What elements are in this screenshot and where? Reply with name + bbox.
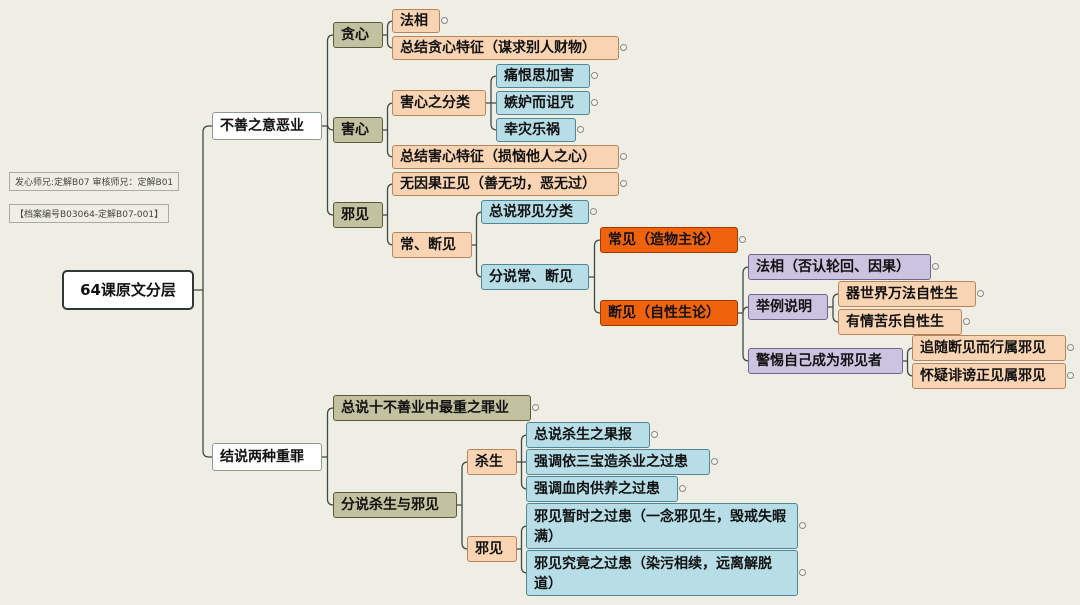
node-haixin-summary[interactable]: 总结害心特征（损恼他人之心） — [392, 145, 619, 169]
connector — [738, 266, 750, 362]
expand-marker[interactable] — [799, 569, 806, 576]
expand-marker[interactable] — [679, 485, 686, 492]
node-huaiyi[interactable]: 怀疑诽谤正见属邪见 — [912, 363, 1066, 389]
expand-marker[interactable] — [620, 180, 627, 187]
expand-marker[interactable] — [711, 458, 718, 465]
connector — [322, 407, 334, 506]
node-xiejian-jiujing[interactable]: 邪见究竟之过患（染污相续，远离解脱道） — [526, 550, 798, 596]
node-qishijie[interactable]: 器世界万法自性生 — [838, 281, 976, 307]
expand-marker[interactable] — [1067, 372, 1074, 379]
connector — [194, 125, 212, 458]
node-youqing[interactable]: 有情苦乐自性生 — [838, 309, 962, 335]
node-duanjian-faxiang[interactable]: 法相（否认轮回、因果） — [748, 254, 931, 280]
expand-marker[interactable] — [1067, 344, 1074, 351]
connector — [322, 34, 334, 216]
expand-marker[interactable] — [590, 208, 597, 215]
expand-marker[interactable] — [591, 72, 598, 79]
expand-marker[interactable] — [620, 44, 627, 51]
expand-marker[interactable] — [739, 236, 746, 243]
expand-marker[interactable] — [441, 17, 448, 24]
node-haixin[interactable]: 害心 — [333, 117, 383, 143]
node-xiejian-b[interactable]: 邪见 — [467, 536, 517, 562]
node-jieshuo[interactable]: 结说两种重罪 — [212, 443, 322, 471]
connector — [517, 434, 528, 490]
node-tanxin-summary[interactable]: 总结贪心特征（谋求别人财物） — [392, 36, 619, 60]
node-jingti[interactable]: 警惕自己成为邪见者 — [748, 348, 903, 374]
expand-marker[interactable] — [932, 263, 939, 270]
expand-marker[interactable] — [577, 126, 584, 133]
node-changduan[interactable]: 常、断见 — [392, 232, 472, 258]
root-node[interactable]: 64课原文分层 — [62, 270, 194, 310]
node-jidu[interactable]: 嫉妒而诅咒 — [496, 91, 590, 115]
node-xingzai[interactable]: 幸灾乐祸 — [496, 118, 576, 142]
expand-marker[interactable] — [591, 99, 598, 106]
reviewer-note: 发心师兄:定解B07 审核师兄：定解B01 — [9, 172, 180, 191]
expand-marker[interactable] — [963, 318, 970, 325]
node-zongshuo-xiejian[interactable]: 总说邪见分类 — [481, 200, 589, 224]
expand-marker[interactable] — [799, 522, 806, 529]
node-tanxin[interactable]: 贪心 — [333, 22, 383, 48]
connector — [589, 239, 601, 314]
node-xiejian[interactable]: 邪见 — [333, 202, 383, 228]
node-juli[interactable]: 举例说明 — [748, 294, 828, 320]
node-fenshuo-changduan[interactable]: 分说常、断见 — [481, 264, 589, 290]
connector — [486, 75, 498, 131]
node-changjian[interactable]: 常见（造物主论） — [600, 227, 738, 253]
expand-marker[interactable] — [977, 290, 984, 297]
node-fenshuo-shasheng[interactable]: 分说杀生与邪见 — [333, 492, 457, 518]
node-zuizhong[interactable]: 总说十不善业中最重之罪业 — [333, 395, 531, 421]
node-haixin-types[interactable]: 害心之分类 — [392, 90, 486, 116]
node-duanjian[interactable]: 断见（自性生论） — [600, 300, 738, 326]
node-sanbao[interactable]: 强调依三宝造杀业之过患 — [526, 449, 710, 475]
node-zhuisui[interactable]: 追随断见而行属邪见 — [912, 335, 1066, 361]
expand-marker[interactable] — [620, 153, 627, 160]
node-tonghen[interactable]: 痛恨思加害 — [496, 64, 590, 88]
expand-marker[interactable] — [651, 431, 658, 438]
expand-marker[interactable] — [532, 404, 539, 411]
node-shasheng[interactable]: 杀生 — [467, 449, 517, 475]
connector — [457, 461, 469, 550]
node-wuyinguo[interactable]: 无因果正见（善无功，恶无过） — [392, 172, 619, 196]
node-xuerou[interactable]: 强调血肉供养之过患 — [526, 476, 678, 502]
node-xiejian-zanshi[interactable]: 邪见暂时之过患（一念邪见生，毁戒失暇满） — [526, 503, 798, 549]
node-shasheng-guobao[interactable]: 总说杀生之果报 — [526, 422, 650, 448]
node-bushan-yie[interactable]: 不善之意恶业 — [212, 112, 322, 140]
node-faxiang[interactable]: 法相 — [392, 9, 440, 33]
archive-number: 【档案编号B03064-定解B07-001】 — [9, 204, 170, 223]
